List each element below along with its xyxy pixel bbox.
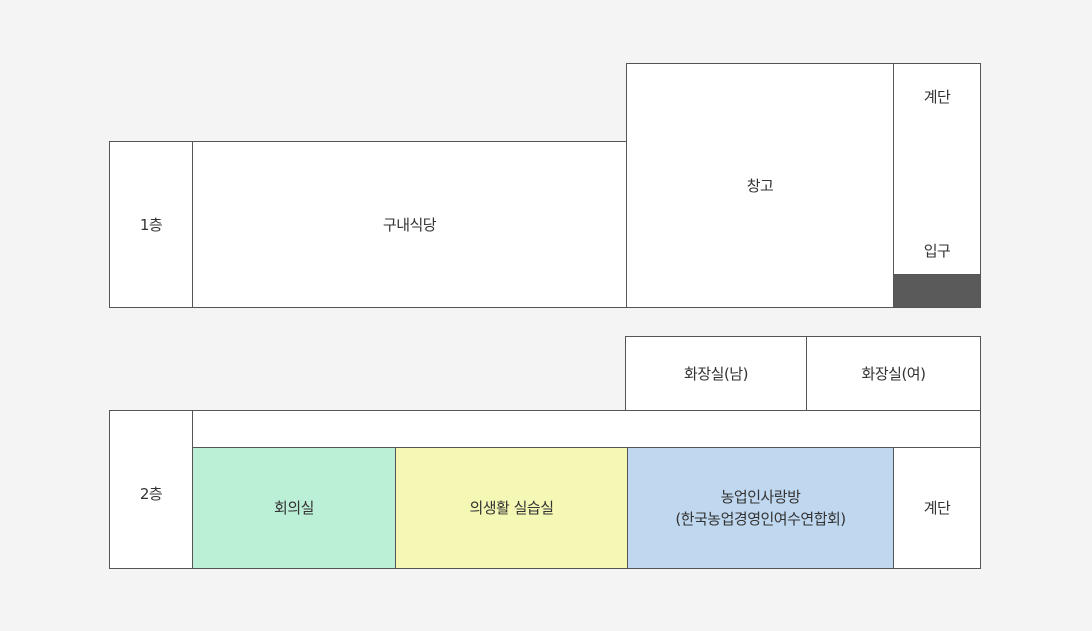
- floor-2-label: 2층: [139, 485, 163, 503]
- stairs-1f-label: 계단: [923, 88, 951, 106]
- room-restroom-men[interactable]: 화장실(남): [625, 336, 807, 411]
- room-cafeteria-label: 구내식당: [382, 215, 437, 234]
- farmers-lounge-sublabel: (한국농업경영인여수연합회): [675, 510, 846, 528]
- floor-1-label-cell: 1층: [109, 141, 193, 308]
- room-restroom-women[interactable]: 화장실(여): [806, 336, 981, 411]
- floor-1-label: 1층: [139, 215, 163, 234]
- room-storage-label: 창고: [746, 176, 774, 195]
- room-practice[interactable]: 의생활 실습실: [395, 447, 628, 569]
- stairs-entrance-area: 계단 입구: [893, 63, 981, 308]
- restroom-women-label: 화장실(여): [861, 364, 926, 383]
- practice-room-label: 의생활 실습실: [469, 499, 554, 517]
- room-meeting[interactable]: 회의실: [192, 447, 396, 569]
- meeting-room-label: 회의실: [274, 499, 314, 517]
- farmers-lounge-label: 농업인사랑방: [720, 488, 801, 506]
- stairs-2f[interactable]: 계단: [893, 447, 981, 569]
- stairs-2f-label: 계단: [923, 499, 951, 517]
- room-storage[interactable]: 창고: [626, 63, 894, 308]
- room-cafeteria[interactable]: 구내식당: [192, 141, 627, 308]
- entrance-label: 입구: [923, 242, 951, 260]
- corridor: [192, 410, 981, 448]
- floor-2-label-cell: 2층: [109, 410, 193, 569]
- restroom-men-label: 화장실(남): [684, 364, 748, 383]
- room-farmers-lounge[interactable]: 농업인사랑방 (한국농업경영인여수연합회): [627, 447, 894, 569]
- entrance-block[interactable]: [893, 274, 981, 308]
